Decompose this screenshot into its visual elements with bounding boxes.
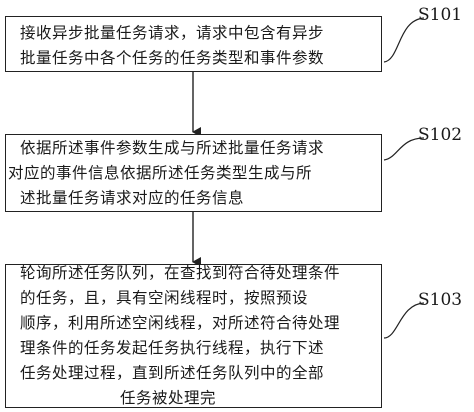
- leader-s101: [383, 17, 425, 63]
- step-box-s103: 轮询所述任务队列，在查找到符合待处理条件 的任务，且，具有空闲线程时，按照预设 …: [5, 264, 382, 408]
- step-box-s102: 依据所述事件参数生成与所述批量任务请求 对应的事件信息依据所述任务类型生成与所 …: [5, 134, 382, 212]
- leader-s102: [383, 137, 425, 161]
- step-label-s101: S101: [418, 5, 463, 25]
- step-line: 顺序，利用所述空闲线程，对所述符合待处理: [20, 314, 341, 332]
- step-line: 理条件的任务发起任务执行线程，执行下述: [20, 339, 325, 357]
- step-line: 对应的事件信息依据所述任务类型生成与所: [8, 163, 313, 182]
- leader-s103: [383, 302, 425, 339]
- step-label-s103: S103: [418, 290, 463, 310]
- step-line: 接收异步批量任务请求，请求中包含有异步: [20, 23, 325, 42]
- step-line: 的任务，且，具有空闲线程时，按照预设: [20, 289, 309, 307]
- step-line: 依据所述事件参数生成与所述批量任务请求: [20, 138, 325, 157]
- step-line: 任务被处理完: [120, 389, 217, 407]
- step-line: 批量任务中各个任务的任务类型和事件参数: [20, 48, 325, 67]
- step-text-s103: 轮询所述任务队列，在查找到符合待处理条件 的任务，且，具有空闲线程时，按照预设 …: [20, 261, 340, 411]
- step-text-s101: 接收异步批量任务请求，请求中包含有异步 批量任务中各个任务的任务类型和事件参数: [20, 21, 324, 71]
- step-text-s102: 依据所述事件参数生成与所述批量任务请求 对应的事件信息依据所述任务类型生成与所 …: [8, 136, 325, 211]
- step-box-s101: 接收异步批量任务请求，请求中包含有异步 批量任务中各个任务的任务类型和事件参数: [5, 16, 382, 72]
- step-line: 任务处理过程，直到所述任务队列中的全部: [20, 364, 325, 382]
- step-label-s102: S102: [418, 125, 463, 145]
- step-line: 述批量任务请求对应的任务信息: [20, 188, 245, 207]
- step-line: 轮询所述任务队列，在查找到符合待处理条件: [20, 264, 341, 282]
